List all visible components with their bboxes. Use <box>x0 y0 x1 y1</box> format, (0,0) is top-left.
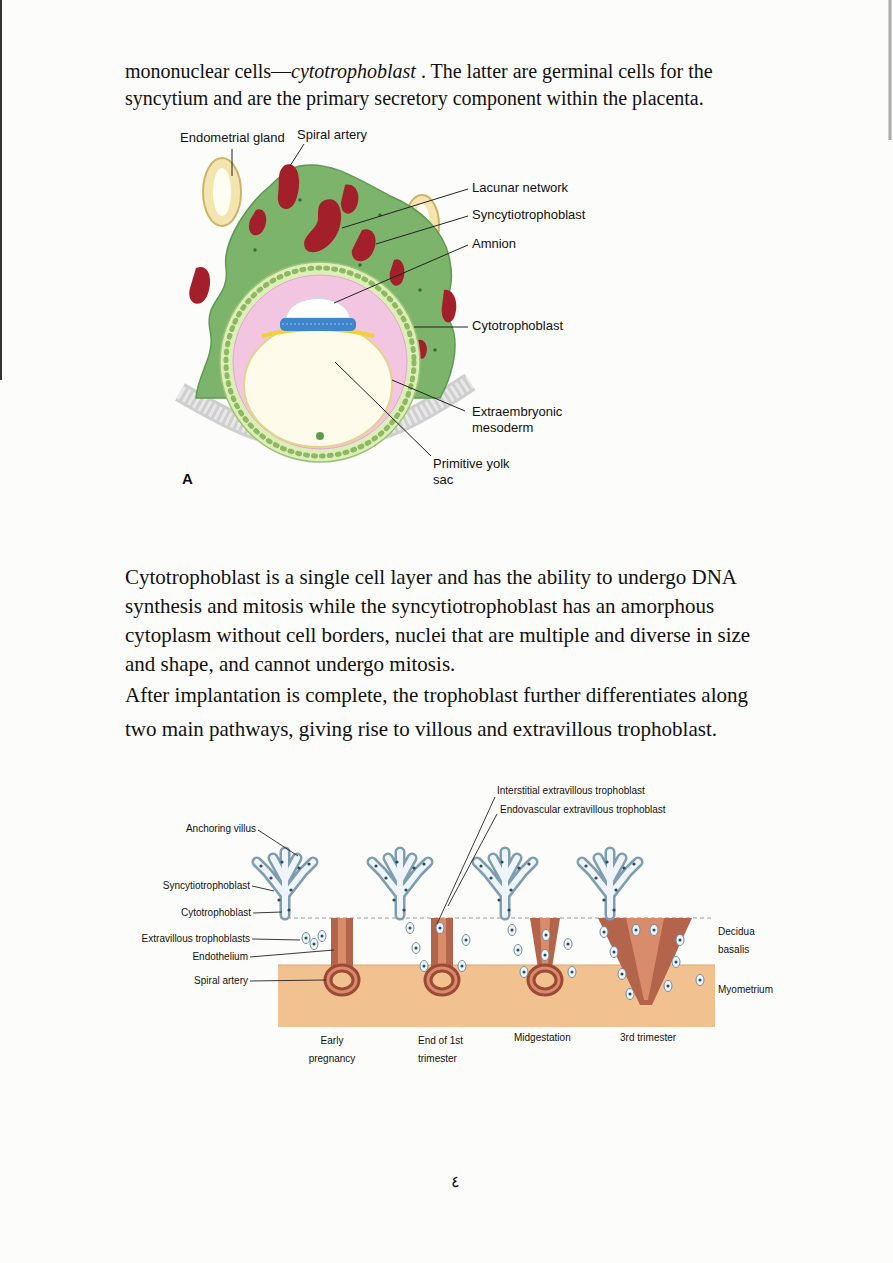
figure-label: Endovascular extravillous trophoblast <box>500 803 720 816</box>
paragraph-text: mononuclear cells—cytotrophoblast. The l… <box>125 58 793 112</box>
figure-label: Primitive yolk sac <box>433 456 513 488</box>
figure-label: Interstitial extravillous trophoblast <box>497 784 717 797</box>
figure-label: Amnion <box>472 236 592 252</box>
figure-label: Midgestation <box>514 1031 604 1044</box>
figure-label: Cytotrophoblast <box>472 318 612 334</box>
paragraph-text: After implantation is complete, the trop… <box>125 678 765 746</box>
figure-label: Endothelium <box>100 950 248 963</box>
figure-label: End of 1st trimester <box>418 1032 482 1068</box>
panel-letter: A <box>182 470 212 488</box>
figure-label: Cytotrophoblast <box>100 906 251 919</box>
paragraph-text: Cytotrophoblast is a single cell layer a… <box>125 563 775 679</box>
figure-label: Extravillous trophoblasts <box>96 932 250 945</box>
figure-label: Lacunar network <box>472 180 632 196</box>
figure-label: Anchoring villus <box>100 822 256 835</box>
figure-label: Spiral artery <box>100 974 248 987</box>
figure-label: Myometrium <box>718 983 798 996</box>
figure-label: 3rd trimester <box>620 1031 710 1044</box>
italic-term: cytotrophoblast <box>291 60 416 82</box>
figure-label: Decidua basalis <box>718 923 778 959</box>
figure-label: Spiral artery <box>297 127 417 143</box>
page-number: ٤ <box>440 1172 470 1192</box>
figure-label: Extraembryonic mesoderm <box>472 404 582 436</box>
paragraph-run: mononuclear cells— <box>125 60 291 82</box>
figure-label: Syncytiotrophoblast <box>472 207 632 223</box>
figure-label: Syncytiotrophoblast <box>100 879 250 892</box>
figure-label: Early pregnancy <box>300 1032 364 1068</box>
